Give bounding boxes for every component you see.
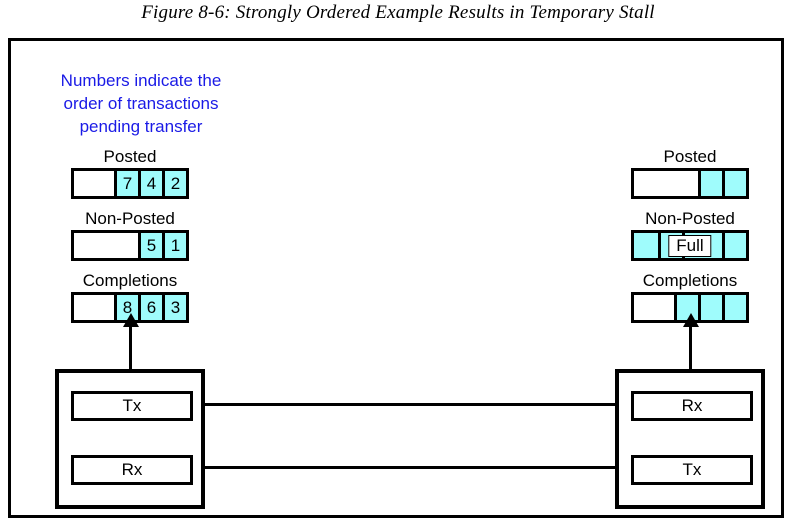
left-upward-arrowhead [123, 313, 139, 327]
left-completions-cell-3: 3 [162, 295, 186, 320]
right-upward-connector-line [689, 325, 692, 377]
left-queue-non-posted-label: Non-Posted [85, 209, 175, 228]
right-queue-posted-row [631, 168, 749, 199]
left-device-rx-port: Rx [71, 455, 193, 485]
left-completions-cell-2: 6 [138, 295, 162, 320]
left-queue-completions-label: Completions [82, 271, 178, 290]
left-device-tx-port: Tx [71, 391, 193, 421]
right-completions-cell-0 [634, 295, 674, 320]
left-posted-cell-0 [74, 171, 114, 196]
right-device-box: Rx Tx [615, 369, 765, 509]
annotation-note: Numbers indicate the order of transactio… [29, 69, 253, 138]
right-posted-cell-2 [722, 171, 746, 196]
left-posted-cell-2: 4 [138, 171, 162, 196]
tx-to-rx-line-forward [179, 403, 619, 406]
left-posted-cell-3: 2 [162, 171, 186, 196]
right-non-posted-cell-0 [634, 233, 658, 258]
left-device-box: Tx Rx [55, 369, 205, 509]
right-queue-completions-label: Completions [642, 271, 738, 290]
right-queue-posted: Posted [631, 147, 749, 199]
right-completions-cell-3 [722, 295, 746, 320]
right-queue-non-posted-label: Non-Posted [645, 209, 735, 228]
right-posted-cell-1 [698, 171, 722, 196]
full-status-badge: Full [668, 234, 712, 257]
left-posted-cell-1: 7 [114, 171, 138, 196]
annotation-line-2: order of transactions [63, 94, 219, 113]
tx-to-rx-line-reverse [179, 466, 619, 469]
right-device-rx-port: Rx [631, 391, 753, 421]
annotation-line-3: pending transfer [79, 117, 203, 136]
diagram-frame: Numbers indicate the order of transactio… [8, 38, 784, 518]
right-upward-arrowhead [683, 313, 699, 327]
annotation-line-1: Numbers indicate the [60, 71, 222, 90]
left-completions-cell-0 [74, 295, 114, 320]
right-device-tx-port: Tx [631, 455, 753, 485]
left-upward-connector-line [129, 325, 132, 377]
right-queue-posted-label: Posted [663, 147, 717, 166]
left-non-posted-cell-0 [74, 233, 138, 258]
figure-title: Figure 8-6: Strongly Ordered Example Res… [141, 2, 655, 23]
left-non-posted-cell-1: 5 [138, 233, 162, 258]
right-queue-non-posted: Non-Posted Full [631, 209, 749, 261]
left-queue-posted-label: Posted [103, 147, 157, 166]
right-non-posted-cell-3 [722, 233, 746, 258]
right-completions-cell-2 [698, 295, 722, 320]
right-posted-cell-0 [634, 171, 698, 196]
right-queue-non-posted-row: Full [631, 230, 749, 261]
left-non-posted-cell-2: 1 [162, 233, 186, 258]
